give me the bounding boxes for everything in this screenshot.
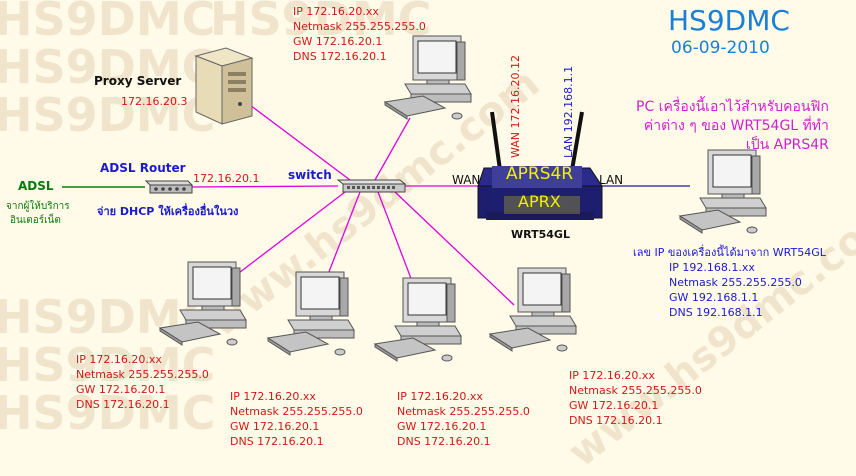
page-title: HS9DMC [668, 4, 790, 37]
pc-bottom-2-icon [267, 271, 355, 356]
pc-bottom-3-icon [374, 277, 462, 362]
aprs-pc-netmask: Netmask 255.255.255.0 [669, 276, 802, 289]
top-pc-info: IP 172.16.20.xx Netmask 255.255.255.0 GW… [293, 4, 426, 64]
proxy-ip: 172.16.20.3 [121, 95, 188, 108]
pc3-netmask: Netmask 255.255.255.0 [397, 405, 530, 418]
aprs-pc-note: PC เครื่องนี้เอาไว้สำหรับคอนฟิก ค่าต่าง … [636, 98, 829, 155]
isp-note-2: อินเตอร์เน็ต [10, 215, 61, 226]
pc-bottom-1-icon [159, 261, 247, 346]
bottom-pc-2-info: IP 172.16.20.xx Netmask 255.255.255.0 GW… [230, 389, 363, 449]
pc2-gw: GW 172.16.20.1 [230, 420, 320, 433]
wan-ip-label: WAN 172.16.20.12 [509, 54, 522, 158]
isp-note-1: จากผู้ให้บริการ [6, 201, 70, 212]
pc2-ip: IP 172.16.20.xx [230, 390, 316, 403]
aprs-pc-ip-note: เลข IP ของเครื่องนี้ได้มาจาก WRT54GL [633, 246, 826, 259]
proxy-label: Proxy Server [94, 74, 182, 88]
bottom-pc-1-info: IP 172.16.20.xx Netmask 255.255.255.0 GW… [76, 352, 209, 412]
aprs-note-line-3: เป็น APRS4R [745, 137, 829, 153]
link-toppc-switch [374, 117, 411, 181]
top-pc-ip: IP 172.16.20.xx [293, 5, 379, 18]
wrt-badge-aprs4r: APRS4R [506, 164, 574, 184]
link-switch-pc4 [394, 191, 515, 306]
aprs-note-line-2: ค่าต่าง ๆ ของ WRT54GL ที่ทำ [643, 118, 829, 134]
adsl-label: ADSL [18, 179, 54, 193]
aprs-pc-dns: DNS 192.168.1.1 [669, 306, 763, 319]
aprs-pc-ip: IP 192.168.1.xx [669, 261, 755, 274]
adsl-router-icon [144, 180, 194, 194]
wan-port-label: WAN [452, 173, 481, 187]
proxy-server-icon [194, 47, 254, 125]
aprs-note-line-1: PC เครื่องนี้เอาไว้สำหรับคอนฟิก [636, 99, 829, 115]
pc4-ip: IP 172.16.20.xx [569, 369, 655, 382]
pc3-ip: IP 172.16.20.xx [397, 390, 483, 403]
pc2-dns: DNS 172.16.20.1 [230, 435, 324, 448]
aprs-pc-info: เลข IP ของเครื่องนี้ได้มาจาก WRT54GL IP … [633, 245, 826, 320]
pc-bottom-4-icon [489, 267, 577, 352]
pc1-netmask: Netmask 255.255.255.0 [76, 368, 209, 381]
switch-label: switch [288, 168, 332, 182]
pc1-ip: IP 172.16.20.xx [76, 353, 162, 366]
link-proxy-switch [245, 101, 351, 181]
adsl-router-ip: 172.16.20.1 [193, 172, 260, 185]
dhcp-note: จ่าย DHCP ให้เครื่องอื่นในวง [97, 205, 239, 218]
pc1-dns: DNS 172.16.20.1 [76, 398, 170, 411]
pc3-gw: GW 172.16.20.1 [397, 420, 487, 433]
top-pc-gw: GW 172.16.20.1 [293, 35, 383, 48]
lan-port-label: LAN [599, 173, 624, 187]
bottom-pc-3-info: IP 172.16.20.xx Netmask 255.255.255.0 GW… [397, 389, 530, 449]
pc4-netmask: Netmask 255.255.255.0 [569, 384, 702, 397]
pc4-dns: DNS 172.16.20.1 [569, 414, 663, 427]
wrt-badge-aprx: APRX [518, 192, 561, 211]
top-pc-netmask: Netmask 255.255.255.0 [293, 20, 426, 33]
page-date: 06-09-2010 [671, 38, 770, 58]
adsl-router-label: ADSL Router [100, 161, 186, 175]
bottom-pc-4-info: IP 172.16.20.xx Netmask 255.255.255.0 GW… [569, 368, 702, 428]
top-pc-dns: DNS 172.16.20.1 [293, 50, 387, 63]
aprs-pc-gw: GW 192.168.1.1 [669, 291, 759, 304]
pc2-netmask: Netmask 255.255.255.0 [230, 405, 363, 418]
link-adsl-router-switch [189, 185, 339, 188]
pc3-dns: DNS 172.16.20.1 [397, 435, 491, 448]
pc1-gw: GW 172.16.20.1 [76, 383, 166, 396]
lan-ip-label: LAN 192.168.1.1 [562, 65, 575, 158]
switch-icon [336, 179, 407, 193]
pc-aprs-icon [679, 149, 767, 234]
wrt54gl-router-icon [477, 111, 603, 220]
wrt-name: WRT54GL [511, 228, 570, 241]
pc4-gw: GW 172.16.20.1 [569, 399, 659, 412]
diagram-canvas [62, 35, 767, 362]
